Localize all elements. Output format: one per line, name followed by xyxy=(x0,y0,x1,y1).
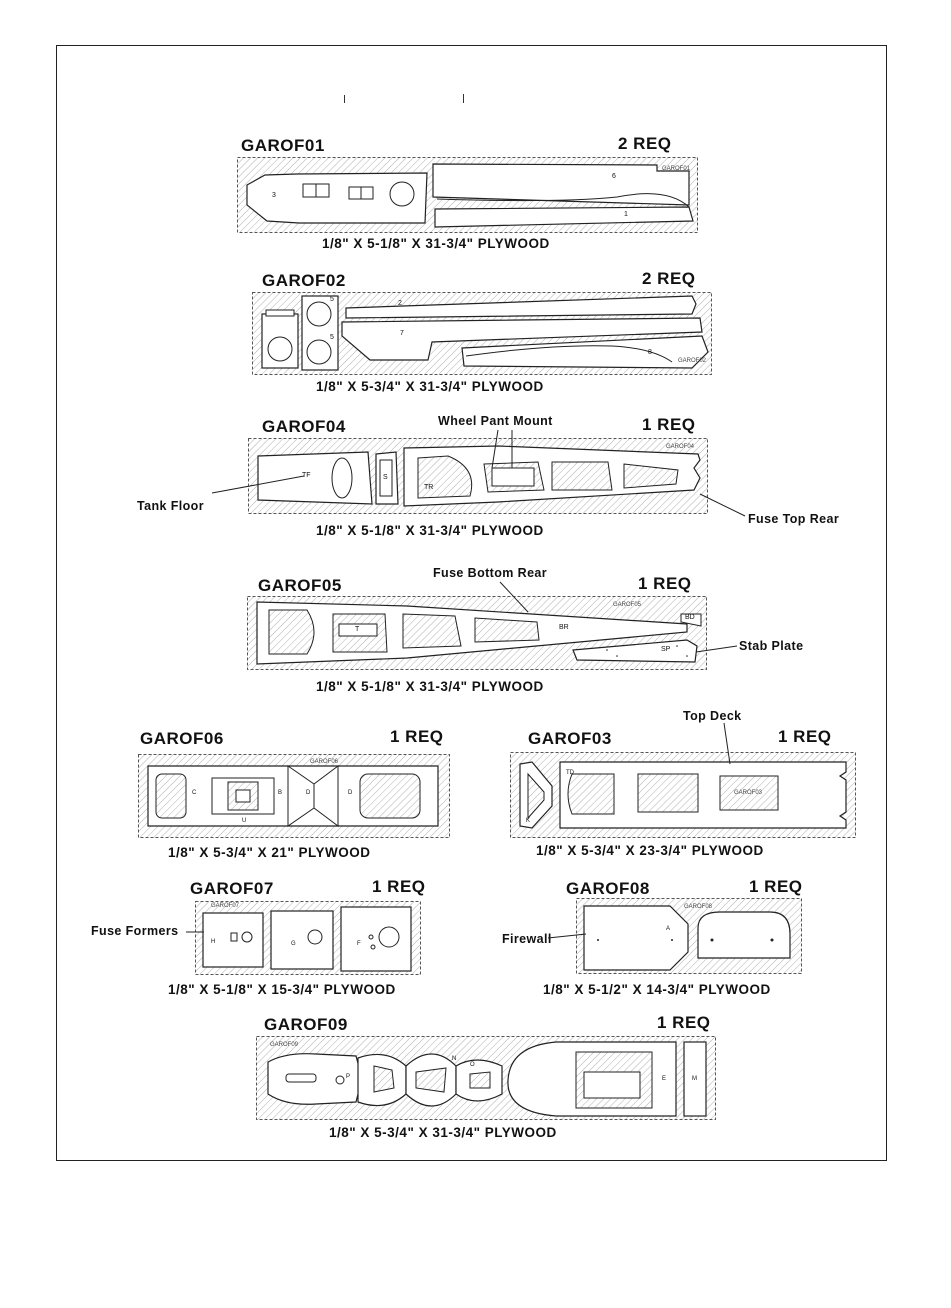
material-spec: 1/8" X 5-1/8" X 31-3/4" PLYWOOD xyxy=(316,523,544,538)
part-number: 5 xyxy=(330,296,334,303)
material-spec: 1/8" X 5-1/8" X 15-3/4" PLYWOOD xyxy=(168,982,396,997)
sheet-title: GAROF01 xyxy=(241,136,325,155)
part-number: O xyxy=(470,1062,475,1068)
material-spec: 1/8" X 5-1/8" X 31-3/4" PLYWOOD xyxy=(322,236,550,251)
sheet-title: GAROF05 xyxy=(258,576,342,595)
sheet-garof09: GAROF09 P N O E M xyxy=(256,1036,716,1120)
part-number: P xyxy=(346,1074,351,1080)
callout-wheel-pant-mount: Wheel Pant Mount xyxy=(438,414,553,428)
required-quantity: 1 REQ xyxy=(390,727,444,746)
callout-stab-plate: Stab Plate xyxy=(739,639,804,653)
scan-mark xyxy=(344,95,345,103)
part-number: 3 xyxy=(272,192,276,199)
part-number: TR xyxy=(424,484,434,491)
sheet-tag: GAROF07 xyxy=(211,903,240,909)
part-number: N xyxy=(452,1056,457,1062)
sheet-tag: GAROF04 xyxy=(666,444,695,450)
required-quantity: 2 REQ xyxy=(642,269,696,288)
sheet-tag: GAROF08 xyxy=(684,904,713,910)
part-number: 2 xyxy=(398,300,402,307)
part-number: C xyxy=(192,790,197,796)
part-number: U xyxy=(242,818,247,824)
part-number: B xyxy=(278,790,283,796)
sheet-title: GAROF08 xyxy=(566,879,650,898)
part-number: 7 xyxy=(400,330,404,337)
part-number: TF xyxy=(302,472,311,479)
sheet-title: GAROF02 xyxy=(262,271,346,290)
callout-fuse-formers: Fuse Formers xyxy=(91,924,179,938)
required-quantity: 2 REQ xyxy=(618,134,672,153)
material-spec: 1/8" X 5-3/4" X 21" PLYWOOD xyxy=(168,845,371,860)
part-number: A xyxy=(666,926,671,932)
required-quantity: 1 REQ xyxy=(642,415,696,434)
callout-top-deck: Top Deck xyxy=(683,709,742,723)
callout-tank-floor: Tank Floor xyxy=(137,499,204,513)
material-spec: 1/8" X 5-1/2" X 14-3/4" PLYWOOD xyxy=(543,982,771,997)
part-number: 6 xyxy=(612,173,616,180)
required-quantity: 1 REQ xyxy=(638,574,692,593)
material-spec: 1/8" X 5-3/4" X 31-3/4" PLYWOOD xyxy=(316,379,544,394)
sheet-garof01: GAROF01 3 6 1 xyxy=(237,157,698,233)
part-number: D xyxy=(306,790,311,796)
part-number: TD xyxy=(566,770,574,776)
part-number: K xyxy=(526,818,531,824)
part-number: BD xyxy=(685,614,695,621)
part-number: E xyxy=(662,1076,667,1082)
sheet-title: GAROF04 xyxy=(262,417,346,436)
sheet-garof05: GAROF05 T BR BD SP xyxy=(247,596,707,670)
part-number: T xyxy=(355,626,360,633)
sheet-tag: GAROF05 xyxy=(613,602,642,608)
part-number: G xyxy=(291,941,296,947)
sheet-tag: GAROF03 xyxy=(734,790,763,796)
part-number: SP xyxy=(661,646,671,653)
sheet-title: GAROF03 xyxy=(528,729,612,748)
part-number: 8 xyxy=(648,349,652,356)
part-number: M xyxy=(692,1076,697,1082)
callout-firewall: Firewall xyxy=(502,932,552,946)
sheet-title: GAROF09 xyxy=(264,1015,348,1034)
part-number: F xyxy=(357,941,361,947)
sheet-garof02: GAROF02 5 5 2 7 8 xyxy=(252,292,712,375)
required-quantity: 1 REQ xyxy=(749,877,803,896)
material-spec: 1/8" X 5-3/4" X 31-3/4" PLYWOOD xyxy=(329,1125,557,1140)
required-quantity: 1 REQ xyxy=(657,1013,711,1032)
sheet-garof07: GAROF07 H G F xyxy=(195,901,421,975)
required-quantity: 1 REQ xyxy=(372,877,426,896)
sheet-garof06: GAROF06 C U B D D xyxy=(138,754,450,838)
sheet-title: GAROF07 xyxy=(190,879,274,898)
sheet-garof03: GAROF03 TD K xyxy=(510,752,856,838)
sheet-tag: GAROF02 xyxy=(678,358,707,364)
part-number: 5 xyxy=(330,334,334,341)
part-number: S xyxy=(383,474,388,481)
sheet-title: GAROF06 xyxy=(140,729,224,748)
required-quantity: 1 REQ xyxy=(778,727,832,746)
callout-fuse-bottom-rear: Fuse Bottom Rear xyxy=(433,566,548,580)
part-number: H xyxy=(211,939,216,945)
scan-mark xyxy=(463,94,464,103)
material-spec: 1/8" X 5-3/4" X 23-3/4" PLYWOOD xyxy=(536,843,764,858)
callout-fuse-top-rear: Fuse Top Rear xyxy=(748,512,840,526)
sheet-garof08: GAROF08 A xyxy=(576,898,802,974)
sheet-tag: GAROF09 xyxy=(270,1042,299,1048)
material-spec: 1/8" X 5-1/8" X 31-3/4" PLYWOOD xyxy=(316,679,544,694)
drawing-frame xyxy=(56,45,887,1161)
sheet-tag: GAROF01 xyxy=(662,166,691,172)
part-number: D xyxy=(348,790,353,796)
sheet-tag: GAROF06 xyxy=(310,759,339,765)
sheet-garof04: GAROF04 TF S TR xyxy=(248,438,708,514)
part-number: BR xyxy=(559,624,569,631)
part-number: 1 xyxy=(624,211,628,218)
